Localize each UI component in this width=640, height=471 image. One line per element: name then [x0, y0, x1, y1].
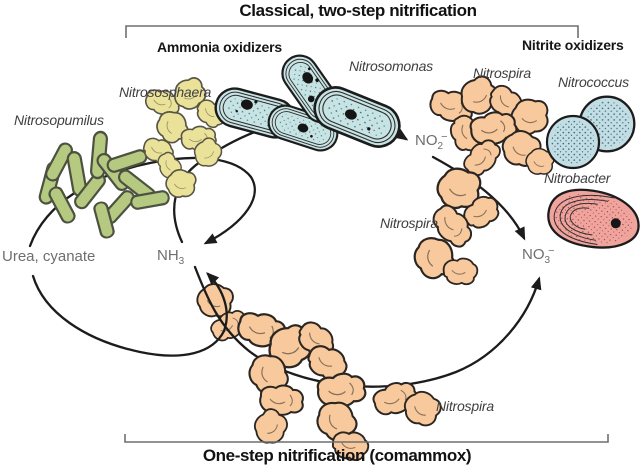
nitrococcus-cells	[545, 95, 636, 170]
arrow-no2-to-no3	[431, 155, 526, 241]
no3-label: NO3−	[522, 245, 555, 266]
title-two-step: Classical, two-step nitrification	[239, 1, 477, 20]
nh3-label: NH3	[157, 247, 185, 267]
top-bracket	[125, 25, 579, 38]
coccus-cell	[545, 114, 601, 170]
nitrosomonas-cell	[274, 47, 348, 131]
urea-cyanate-label: Urea, cyanate	[2, 248, 96, 265]
nitrobacter-cell	[547, 188, 640, 249]
arrow-urea-to-nh3-lower	[31, 272, 228, 357]
nitrosomonas-cell	[263, 100, 343, 156]
title-one-step: One-step nitrification (comammox)	[202, 446, 472, 465]
nitrococcus-label: Nitrococcus	[558, 74, 629, 90]
bottom-bracket	[124, 434, 609, 443]
nitrospira-top-label: Nitrospira	[473, 65, 531, 81]
nitrosomonas-cells	[210, 47, 407, 156]
nitrosomonas-label: Nitrosomonas	[349, 58, 433, 74]
nitrobacter-label: Nitrobacter	[544, 170, 611, 186]
ammonia-oxidizers-label: Ammonia oxidizers	[157, 39, 282, 55]
nitrosomonas-cell	[210, 83, 300, 143]
nitrospira-bottom-label: Nitrospira	[436, 398, 494, 414]
nitrosopumilus-label: Nitrosopumilus	[14, 112, 104, 128]
nitrite-oxidizers-label: Nitrite oxidizers	[522, 37, 624, 53]
nitrosomonas-cell	[307, 79, 407, 155]
rod-cell	[46, 184, 78, 226]
nitrospira-mid-label: Nitrospira	[380, 215, 438, 231]
nitrospira-bottom-cells	[234, 308, 447, 465]
nitrososphaera-label: Nitrososphaera	[119, 84, 212, 100]
no2-label: NO2−	[415, 131, 448, 152]
bacterium-blob	[441, 255, 480, 287]
